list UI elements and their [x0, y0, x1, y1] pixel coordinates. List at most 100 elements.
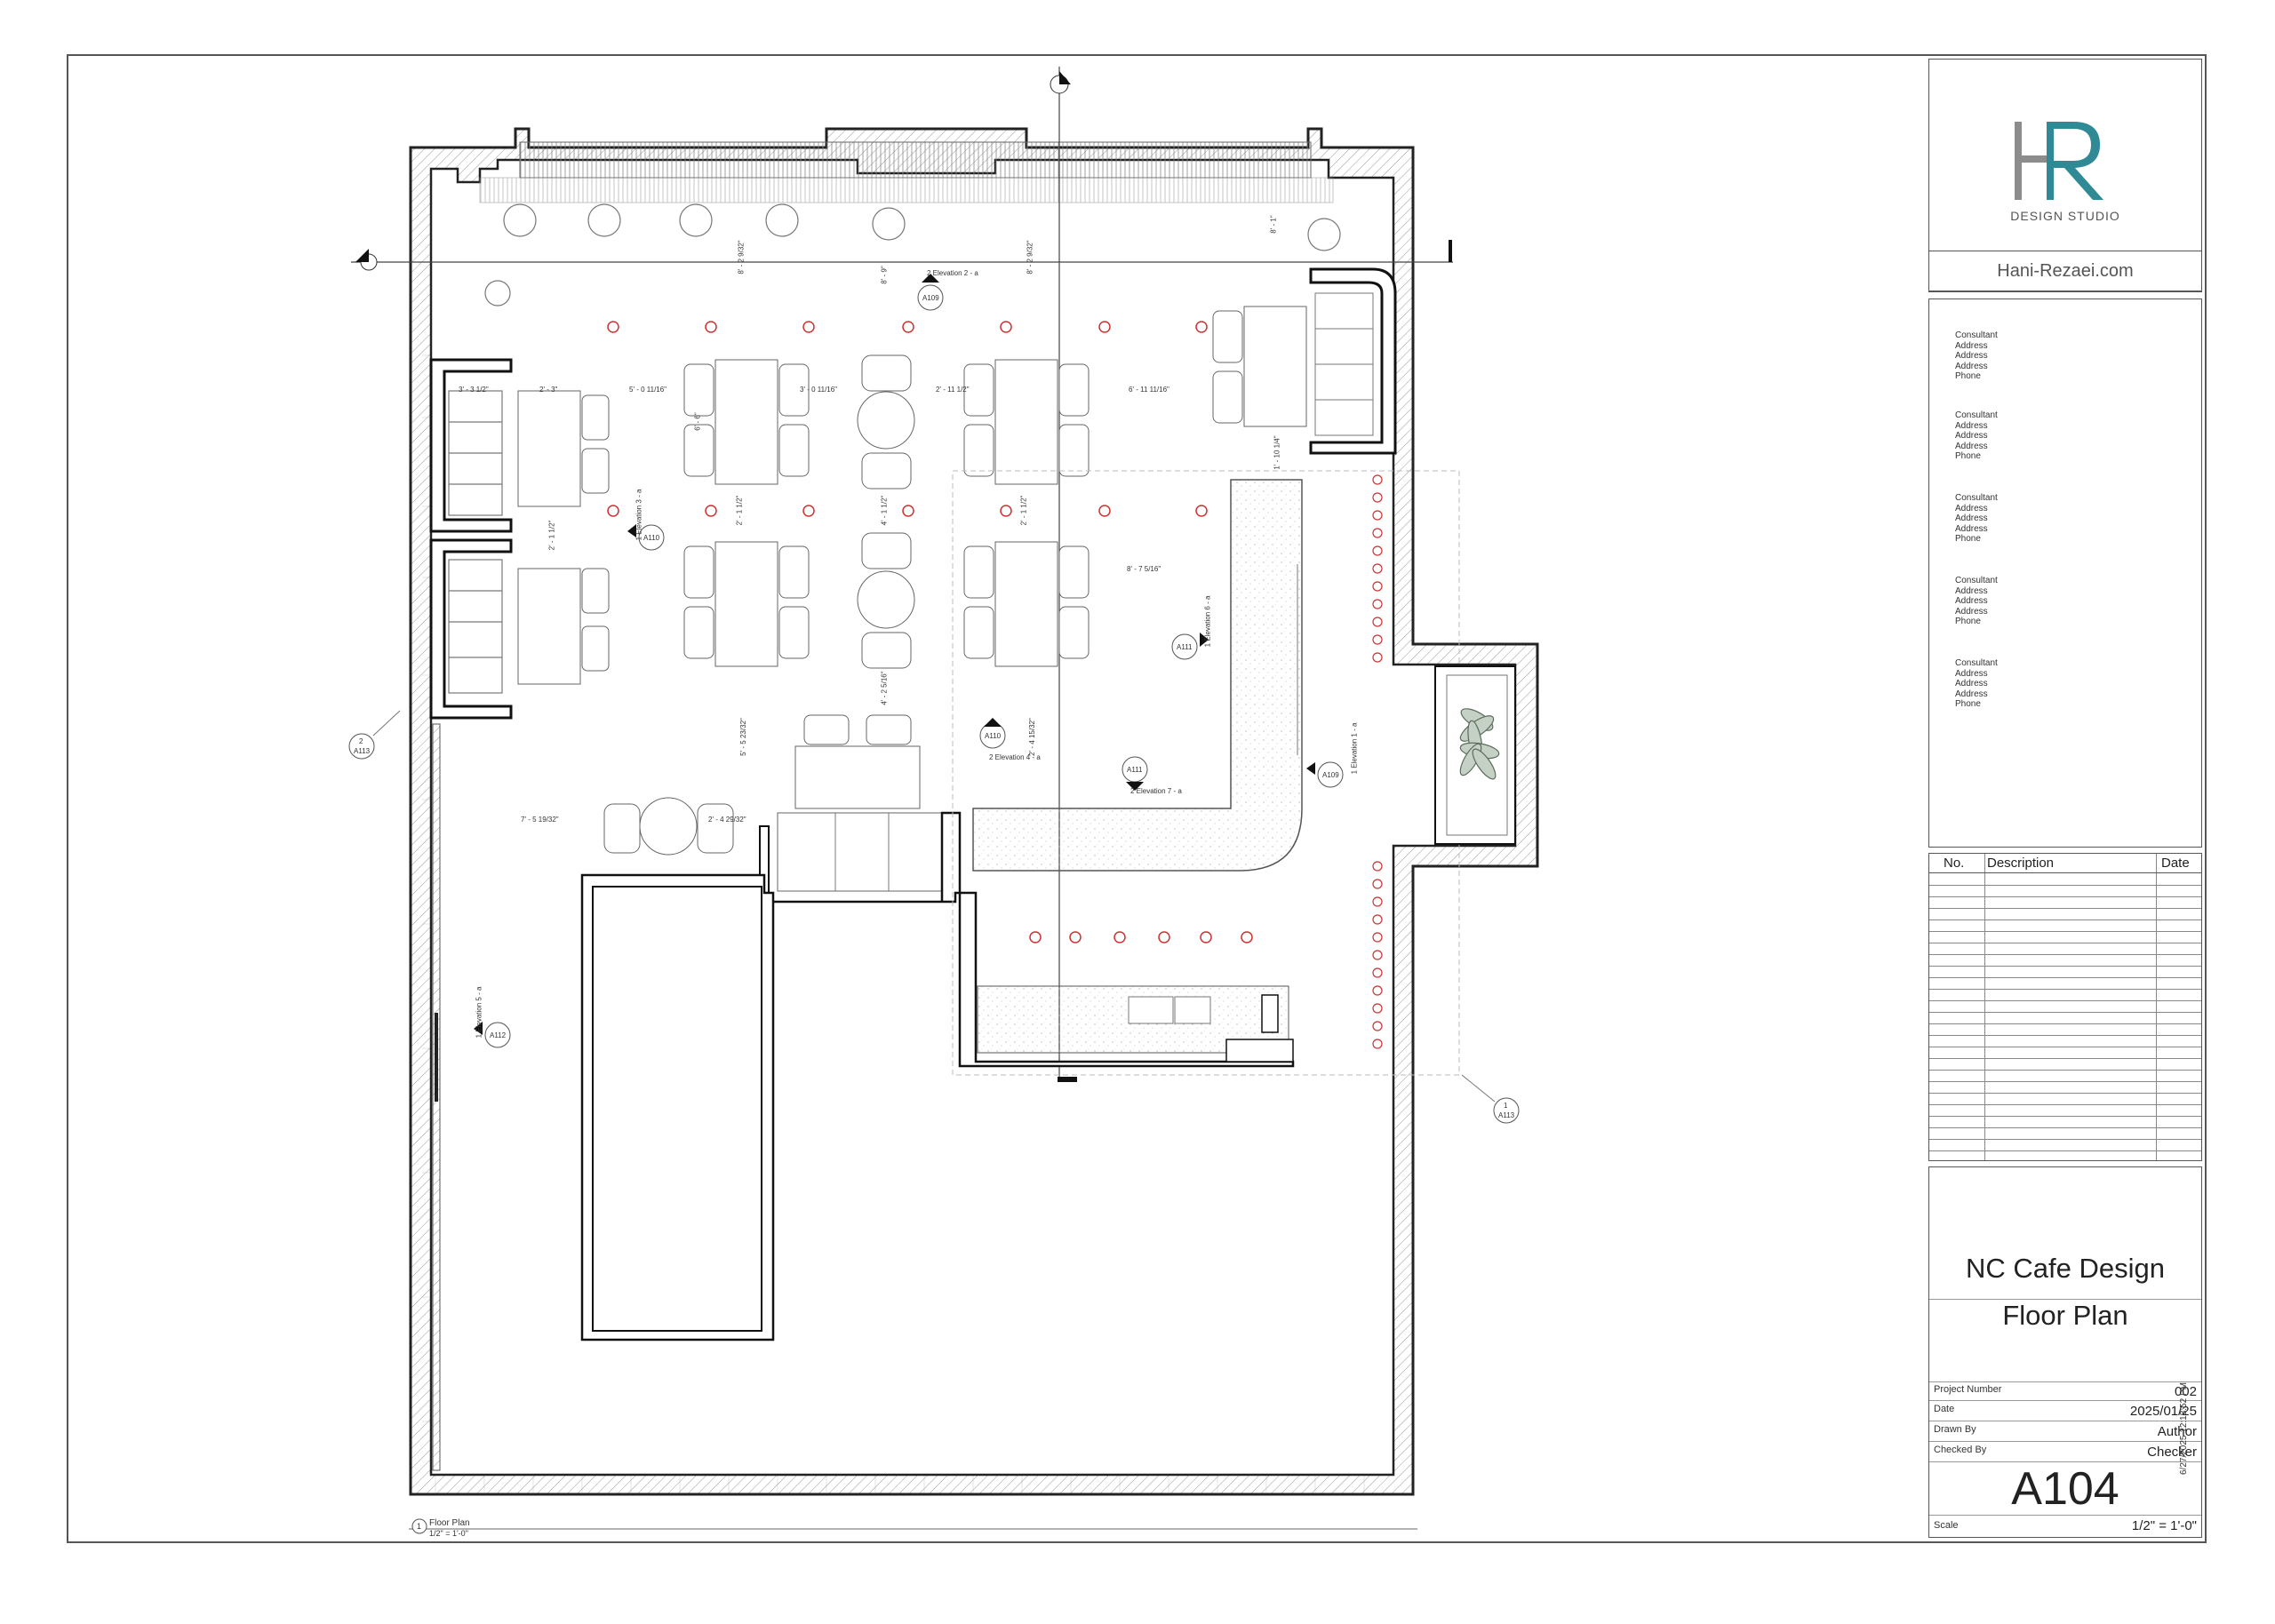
print-timestamp: 6/27/2025 12:18:52 PM: [2179, 1382, 2189, 1475]
elevation-tag-label: 2 Elevation 4 - a: [989, 753, 1041, 761]
dimension-label: 6' - 11 11/16": [1129, 386, 1169, 394]
consultant-phone: Phone: [1955, 617, 1981, 626]
consultant-address: Address: [1955, 513, 1988, 523]
project-info-box: [1928, 1166, 2202, 1538]
website-box: Hani-Rezaei.com: [1928, 251, 2202, 291]
firm-subtitle: DESIGN STUDIO: [2010, 209, 2120, 223]
consultant-address: Address: [1955, 523, 1988, 534]
consultant-name: Consultant: [1955, 576, 1998, 585]
revision-date-header: Date: [2161, 856, 2190, 871]
consultant-phone: Phone: [1955, 699, 1981, 709]
consultant-address: Address: [1955, 420, 1988, 431]
dimension-label: 5' - 0 11/16": [629, 386, 667, 394]
dimension-label: 3' - 0 11/16": [800, 386, 838, 394]
dimension-label: 2' - 1 1/2": [547, 520, 556, 551]
sheet-frame: [67, 54, 2207, 1543]
consultant-address: Address: [1955, 668, 1988, 679]
tag-circles: [348, 284, 1520, 1124]
dimension-label: 2' - 4 15/32": [1027, 718, 1036, 756]
consultant-name: Consultant: [1955, 330, 1998, 340]
consultant-phone: Phone: [1955, 371, 1981, 381]
consultant-address: Address: [1955, 689, 1988, 699]
consultant-name: Consultant: [1955, 493, 1998, 503]
right-booth: [1309, 267, 1397, 455]
dimension-label: 8' - 2 9/32": [1026, 240, 1034, 275]
dimension-label: 6' - 6": [693, 412, 702, 431]
consultant-phone: Phone: [1955, 534, 1981, 544]
consultant-address: Address: [1955, 361, 1988, 371]
section-tag-number: 1: [1504, 1102, 1508, 1110]
dimension-label: 2' - 11 1/2": [936, 386, 970, 394]
elevation-tag-sheet: A109: [1322, 771, 1339, 779]
elevation-tag-label: 2 Elevation 7 - a: [1130, 787, 1182, 795]
consultant-address: Address: [1955, 585, 1988, 596]
revision-description-header: Description: [1987, 856, 2055, 871]
dimension-label: 8' - 2 9/32": [737, 240, 746, 275]
storefront-louvres: [519, 141, 1312, 179]
dimension-label: 1' - 10 1/4": [1273, 435, 1281, 470]
date-value: 2025/01/25: [2129, 1404, 2197, 1419]
dimension-label: 5' - 5 23/32": [738, 718, 747, 756]
dimension-label: 8' - 1": [1269, 215, 1278, 234]
dimension-label: 2' - 3": [539, 386, 558, 394]
elevation-tag-label: 2 Elevation 2 - a: [927, 269, 978, 277]
view-number: 1: [417, 1522, 422, 1531]
consultant-address: Address: [1955, 431, 1988, 441]
hr-logo-icon: [2015, 122, 2103, 200]
consultant-block: Consultant Address Address Address Phone: [1955, 658, 1998, 710]
dining-tables: [603, 306, 1307, 856]
elevation-tag-label: 1 Elevation 1 - a: [1350, 722, 1359, 775]
date-label: Date: [1934, 1404, 1955, 1414]
firm-logo: [2011, 122, 2118, 202]
round-planters-top: [484, 203, 1341, 306]
section-tag-number: 2: [359, 737, 363, 745]
dimension-label: 8' - 9": [880, 266, 889, 284]
consultant-phone: Phone: [1955, 451, 1981, 461]
consultants-box: [1928, 299, 2202, 848]
elevation-tag-sheet: A111: [1127, 766, 1143, 774]
elevation-tag-sheet: A110: [643, 534, 660, 542]
checked-by-value: Checker: [2147, 1445, 2197, 1460]
project-number-value: 002: [2174, 1384, 2197, 1399]
elevation-tag-label: 1 Elevation 5 - a: [475, 986, 483, 1039]
consultant-address: Address: [1955, 606, 1988, 617]
drawn-by-value: Author: [2157, 1424, 2197, 1439]
dimension-label: 8' - 7 5/16": [1127, 565, 1161, 573]
dimension-label: 2' - 1 1/2": [735, 495, 744, 526]
checked-by-label: Checked By: [1934, 1445, 1987, 1455]
consultant-address: Address: [1955, 679, 1988, 689]
scale-label: Scale: [1934, 1520, 1959, 1531]
section-line: [351, 67, 1453, 1082]
view-scale: 1/2" = 1'-0": [429, 1529, 468, 1538]
consultant-block: Consultant Address Address Address Phone: [1955, 576, 1998, 627]
elevation-tag-sheet: A111: [1177, 643, 1193, 651]
revisions-table: [1928, 853, 2202, 1161]
view-title: Floor Plan: [429, 1518, 470, 1528]
dimension-label: 2' - 4 29/32": [708, 816, 746, 824]
consultant-address: Address: [1955, 596, 1988, 606]
scale-value: 1/2" = 1'-0": [2131, 1518, 2197, 1533]
section-tag-sheet: A113: [1498, 1111, 1515, 1119]
project-name: NC Cafe Design: [1966, 1253, 2165, 1284]
sheet-title: Floor Plan: [2002, 1300, 2128, 1331]
bar-counter: [952, 470, 1460, 1076]
elevation-tag-label: 1 Elevation 3 - a: [635, 489, 643, 541]
sheet-number: A104: [2011, 1463, 2119, 1515]
elevation-tag-sheet: A110: [985, 732, 1002, 740]
section-tag-sheet: A113: [354, 747, 371, 755]
elevation-tag-label: 1 Elevation 6 - a: [1203, 595, 1212, 648]
consultant-block: Consultant Address Address Address Phone: [1955, 330, 1998, 382]
elevation-tag-sheet: A109: [922, 294, 939, 302]
drawn-by-label: Drawn By: [1934, 1424, 1976, 1435]
dimension-label: 2' - 1 1/2": [1019, 495, 1028, 526]
planter-bay: [1434, 665, 1516, 845]
consultant-block: Consultant Address Address Address Phone: [1955, 493, 1998, 545]
consultant-address: Address: [1955, 503, 1988, 513]
revision-no-header: No.: [1944, 856, 1965, 871]
consultant-address: Address: [1955, 441, 1988, 451]
dimension-label: 7' - 5 19/32": [521, 816, 559, 824]
dimension-label: 4' - 1 1/2": [880, 495, 889, 526]
light-fixtures: [607, 321, 1253, 943]
consultant-address: Address: [1955, 351, 1988, 361]
